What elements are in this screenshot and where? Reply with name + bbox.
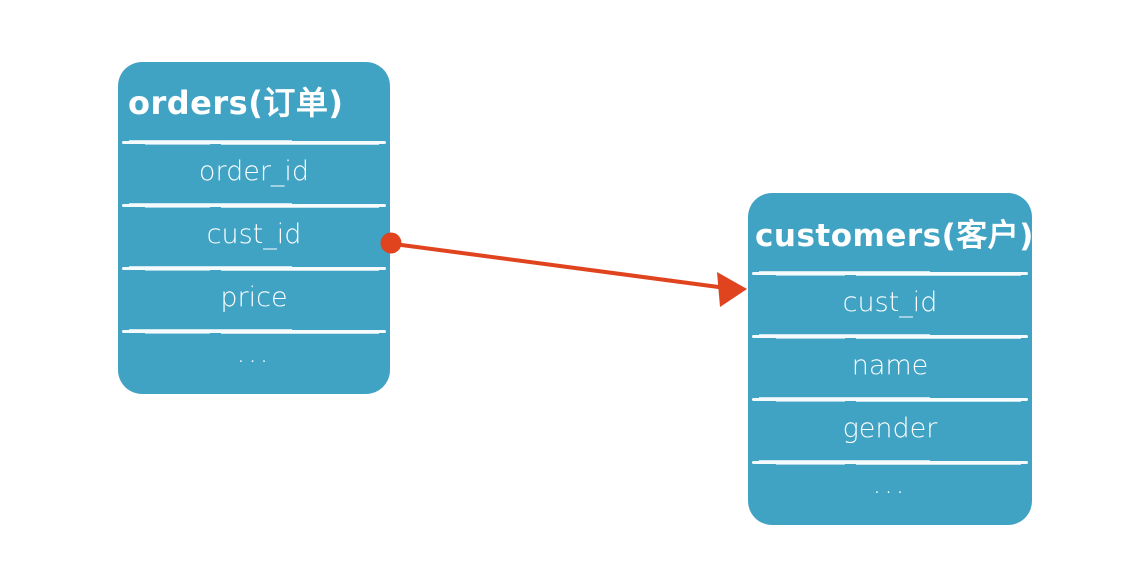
- row-separator: [118, 203, 390, 208]
- field-label: order_id: [198, 156, 310, 187]
- field-label: gender: [842, 413, 938, 444]
- field-label: cust_id: [842, 287, 938, 318]
- er-table-customers-row-cust_id[interactable]: cust_id: [748, 271, 1032, 334]
- field-label: cust_id: [206, 219, 302, 250]
- er-table-customers-title: customers(客户): [755, 217, 1032, 254]
- row-separator: [118, 329, 390, 334]
- field-label: ...: [236, 338, 272, 369]
- field-label: name: [851, 350, 929, 381]
- field-label: price: [220, 282, 288, 313]
- row-separator: [748, 460, 1032, 465]
- row-separator: [748, 334, 1032, 339]
- er-table-orders-row-cust_id[interactable]: cust_id: [118, 203, 390, 266]
- row-separator: [118, 140, 390, 145]
- field-label: ...: [872, 469, 908, 500]
- er-table-orders-title: orders(订单): [128, 84, 344, 122]
- row-separator: [748, 271, 1032, 276]
- er-table-customers[interactable]: customers(客户) cust_id name gender ...: [748, 193, 1032, 525]
- relation-line: [392, 242, 728, 290]
- row-separator: [118, 266, 390, 271]
- er-table-orders-row-price[interactable]: price: [118, 266, 390, 329]
- row-separator: [748, 397, 1032, 402]
- er-table-orders-row-order_id[interactable]: order_id: [118, 140, 390, 203]
- er-table-customers-row-ellipsis[interactable]: ...: [748, 460, 1032, 525]
- relation-arrowhead-icon: [717, 272, 747, 307]
- er-table-customers-row-gender[interactable]: gender: [748, 397, 1032, 460]
- er-table-orders-row-ellipsis[interactable]: ...: [118, 329, 390, 394]
- er-table-customers-row-name[interactable]: name: [748, 334, 1032, 397]
- er-table-orders[interactable]: orders(订单) order_id cust_id price ...: [118, 62, 390, 394]
